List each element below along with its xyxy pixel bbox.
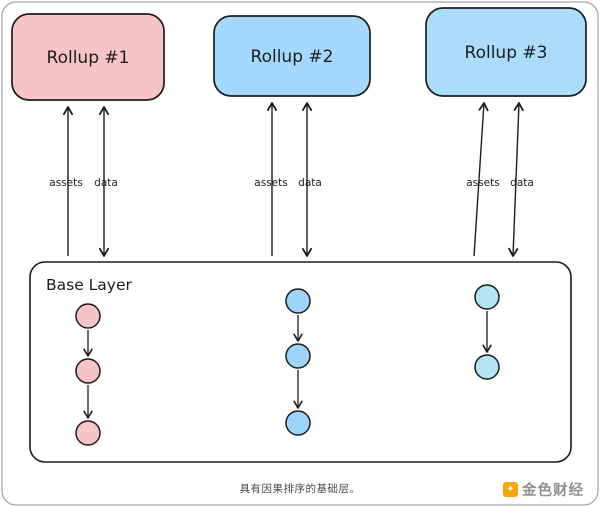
watermark-brand: 金色财经 [522, 483, 584, 499]
chain-rollup-2 [285, 288, 311, 436]
chain-node [474, 354, 500, 380]
rollup-1-label: Rollup #1 [47, 48, 130, 68]
rollup-1: Rollup #1 [11, 13, 165, 101]
chain-rollup-1 [75, 303, 101, 446]
rollup-1-box [11, 13, 165, 101]
chain-node [285, 288, 311, 314]
goldfinance-icon: ✦ [503, 482, 518, 497]
rollup-2-links [266, 102, 313, 257]
rollup-2: Rollup #2 [213, 15, 371, 97]
assets-arrow-3 [473, 102, 489, 257]
rollup-3: Rollup #3 [425, 7, 587, 97]
watermark: ✦ 金色财经 [503, 479, 584, 500]
chain-rollup-3 [474, 284, 500, 380]
rollup-3-box [425, 7, 587, 97]
chain-node [474, 284, 500, 310]
rollup-3-links [473, 102, 524, 257]
assets-label-1: assets [49, 177, 82, 189]
caption: 具有因果排序的基础层。 [239, 483, 361, 495]
data-label-2: data [298, 177, 322, 189]
assets-label-2: assets [254, 177, 287, 189]
rollup-3-label: Rollup #3 [465, 43, 548, 63]
data-label-1: data [94, 177, 118, 189]
rollup-2-label: Rollup #2 [251, 47, 334, 67]
chain-node [75, 358, 101, 384]
chain-node [75, 303, 101, 329]
data-arrow-3 [508, 102, 524, 257]
chain-node [285, 343, 311, 369]
chain-node [75, 420, 101, 446]
rollup-1-links [62, 106, 110, 257]
base-layer-label: Base Layer [46, 276, 133, 294]
data-label-3: data [510, 177, 534, 189]
assets-label-3: assets [466, 177, 499, 189]
chain-node [285, 410, 311, 436]
rollup-2-box [213, 15, 371, 97]
